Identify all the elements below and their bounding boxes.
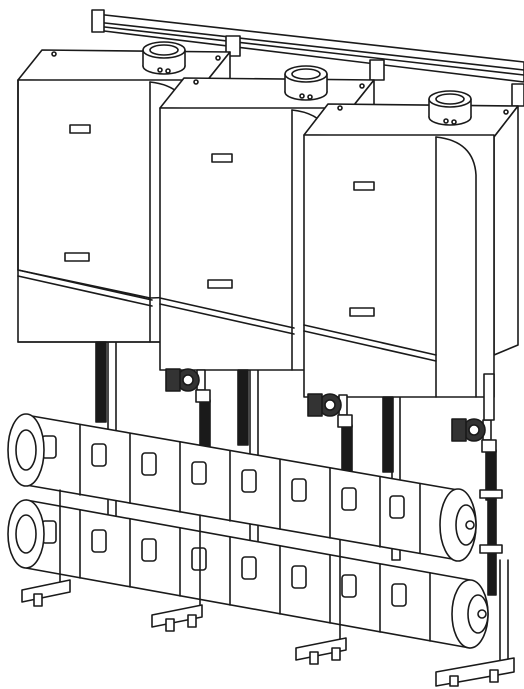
upper-header (7, 413, 477, 562)
support-foot-1 (21, 579, 71, 607)
support-foot-3 (295, 637, 347, 665)
circulator-pump-1 (165, 368, 211, 403)
support-frame (59, 489, 509, 665)
lower-header (7, 499, 489, 649)
circulator-pump-2 (307, 393, 353, 428)
support-foot-2 (151, 604, 203, 632)
support-foot-4 (435, 657, 515, 687)
mounting-rail (91, 9, 524, 107)
circulator-pump-3 (451, 373, 497, 453)
boiler-3 (303, 90, 519, 398)
